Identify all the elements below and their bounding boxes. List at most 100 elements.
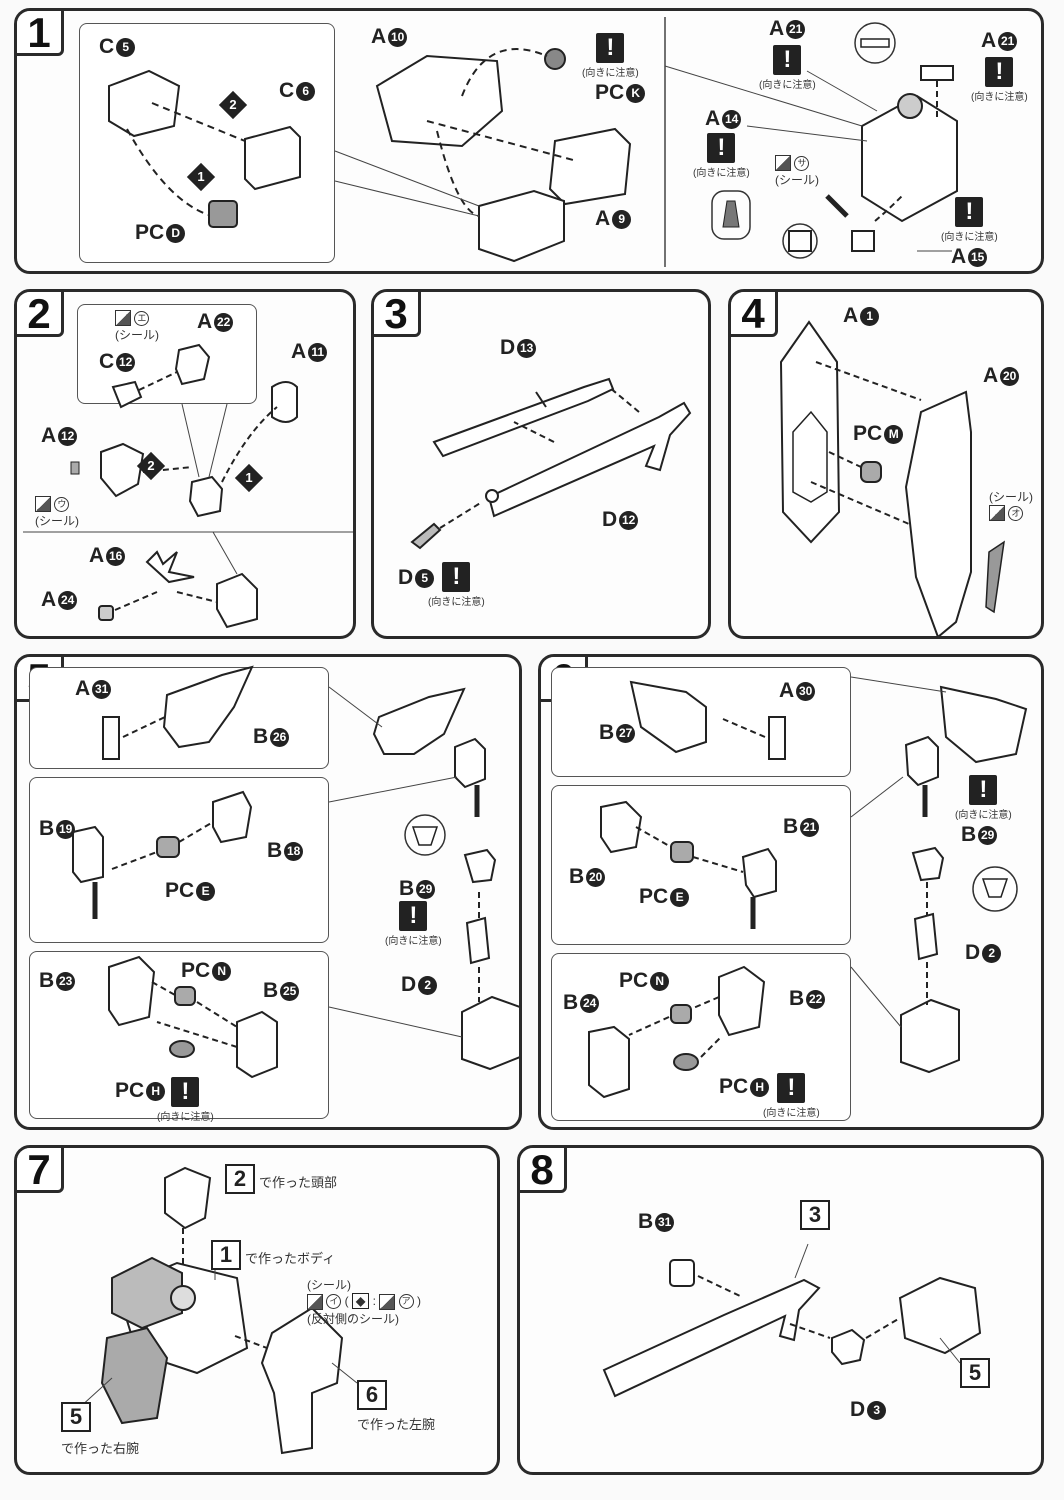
ref-body-caption: で作ったボディ bbox=[245, 1251, 336, 1266]
sequence-1-marker: 1 bbox=[234, 463, 264, 493]
step-4-drawing bbox=[779, 320, 1005, 636]
step-ref-head: 2 bbox=[225, 1164, 255, 1194]
ref-left-arm-caption: で作った左腕 bbox=[357, 1417, 436, 1432]
seal-callout: (シール) イ ( ◆ : ア )(反対側のシール) bbox=[307, 1278, 421, 1326]
double-arrow-icon: ◆ bbox=[352, 1293, 370, 1309]
sticker-icon bbox=[35, 496, 51, 512]
orientation-warning: !(向きに注意) bbox=[759, 45, 816, 91]
sequence-2-marker: 2 bbox=[136, 451, 166, 481]
orientation-warning: !(向きに注意) bbox=[385, 901, 442, 947]
seal-callout: (シール) オ bbox=[989, 488, 1033, 521]
orientation-warning: !(向きに注意) bbox=[955, 775, 1012, 821]
step-number: 4 bbox=[731, 292, 778, 337]
seal-callout: ウ(シール) bbox=[35, 496, 79, 529]
sequence-1-marker: 1 bbox=[186, 162, 216, 192]
step-7-panel: 7 2 で作った頭部 1 で作ったボディ (シール) イ ( ◆ : ア )(反… bbox=[14, 1145, 500, 1475]
orientation-warning: !(向きに注意) bbox=[582, 33, 639, 79]
step-number: 8 bbox=[520, 1148, 567, 1193]
ref-head-caption: で作った頭部 bbox=[259, 1175, 338, 1190]
step-ref-right-arm: 5 bbox=[61, 1402, 91, 1432]
step-7-drawing bbox=[78, 1166, 358, 1455]
orientation-warning: !(向きに注意) bbox=[157, 1077, 214, 1123]
step-8-drawing bbox=[602, 1243, 982, 1398]
seal-callout: エ(シール) bbox=[115, 310, 159, 343]
sticker-icon bbox=[379, 1293, 396, 1310]
step-number: 7 bbox=[17, 1148, 64, 1193]
step-2-drawing bbox=[23, 343, 353, 629]
step-6-drawing bbox=[588, 676, 1028, 1099]
step-ref-arm: 5 bbox=[960, 1358, 990, 1388]
step-ref-left-arm: 6 bbox=[357, 1380, 387, 1410]
orientation-warning: !(向きに注意) bbox=[763, 1073, 820, 1119]
step-1-drawing bbox=[108, 17, 958, 267]
step-ref-body: 1 bbox=[211, 1240, 241, 1270]
sticker-icon bbox=[115, 310, 131, 326]
orientation-warning: !(向きに注意) bbox=[693, 133, 750, 179]
sticker-icon bbox=[775, 155, 791, 171]
orientation-warning: !(向きに注意) bbox=[428, 562, 485, 608]
step-5-panel: 5 A31 B26 B19 B18 PCE B29 bbox=[14, 654, 522, 1130]
step-number: 1 bbox=[17, 11, 64, 56]
step-number: 2 bbox=[17, 292, 64, 337]
step-ref-rifle: 3 bbox=[800, 1200, 830, 1230]
seal-callout: サ(シール) bbox=[775, 155, 819, 188]
ref-right-arm-caption: で作った右腕 bbox=[61, 1441, 140, 1456]
step-number: 3 bbox=[374, 292, 421, 337]
orientation-warning: !(向きに注意) bbox=[941, 197, 998, 243]
step-6-panel: 6 A30 B27 !(向きに注意) B29 B21 B bbox=[538, 654, 1044, 1130]
orientation-warning: !(向きに注意) bbox=[971, 57, 1028, 103]
sequence-2-marker: 2 bbox=[218, 90, 248, 120]
inset-shoulder bbox=[29, 667, 329, 769]
step-5-drawing bbox=[72, 665, 519, 1079]
